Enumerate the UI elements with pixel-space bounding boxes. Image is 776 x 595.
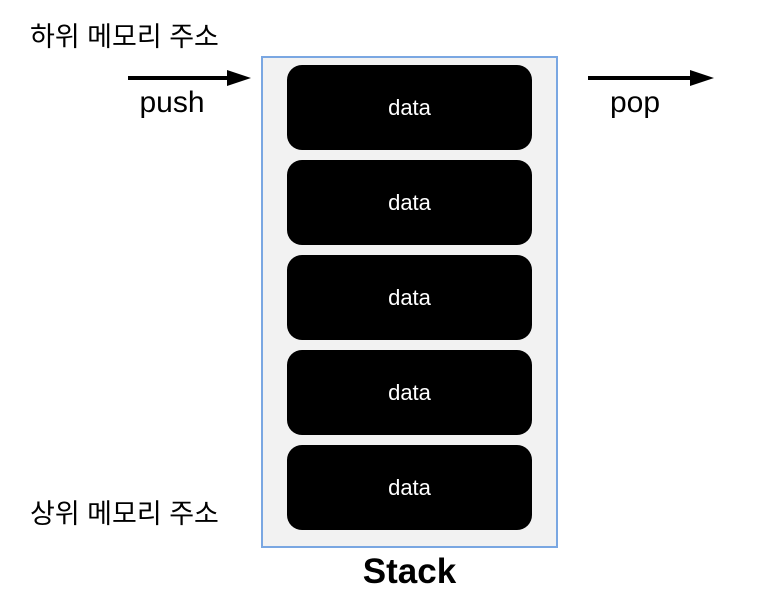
push-arrow-right-icon	[128, 70, 251, 86]
upper-memory-address-label: 상위 메모리 주소	[30, 499, 219, 529]
stack-title: Stack	[362, 552, 457, 591]
stack-item: data	[287, 445, 532, 530]
stack-item: data	[287, 65, 532, 150]
stack-item: data	[287, 160, 532, 245]
push-arrow-head	[227, 70, 251, 86]
pop-arrow-right-icon	[588, 70, 714, 86]
stack-item: data	[287, 350, 532, 435]
push-label: push	[139, 86, 205, 119]
stack-item: data	[287, 255, 532, 340]
pop-arrow-head	[690, 70, 714, 86]
lower-memory-address-label: 하위 메모리 주소	[30, 22, 219, 52]
pop-label: pop	[609, 86, 661, 119]
stack-container: data data data data data	[261, 56, 558, 548]
